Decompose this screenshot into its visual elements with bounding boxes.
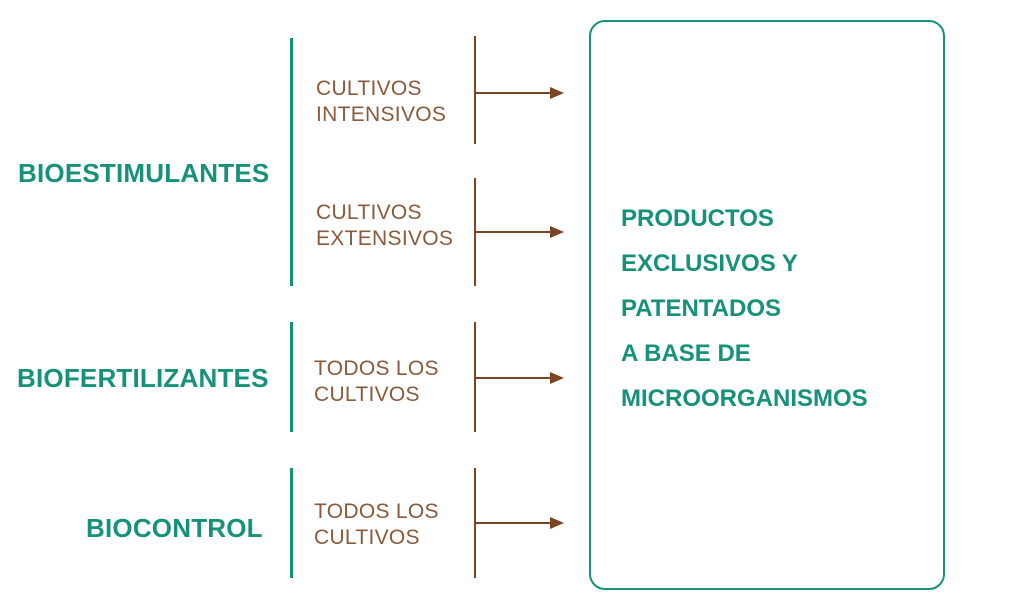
result-line: MICROORGANISMOS [621,385,868,412]
result-box-text: PRODUCTOS EXCLUSIVOS Y PATENTADOS A BASE… [621,196,868,421]
subgroup-todos-los-cultivos-2: TODOS LOS CULTIVOS [314,499,439,551]
arrowhead-icon [550,87,564,99]
bracket-biocontrol [290,468,293,578]
category-biofertilizantes: BIOFERTILIZANTES [17,363,269,393]
subgroup-line: CULTIVOS [316,77,422,100]
subgroup-cultivos-intensivos: CULTIVOS INTENSIVOS [316,76,446,128]
subgroup-line: CULTIVOS [314,526,420,549]
connector-line-2 [474,178,476,286]
subgroup-cultivos-extensivos: CULTIVOS EXTENSIVOS [316,200,453,252]
arrowhead-icon [550,372,564,384]
subgroup-todos-los-cultivos-1: TODOS LOS CULTIVOS [314,356,439,408]
result-line: EXCLUSIVOS Y [621,250,798,277]
result-line: PRODUCTOS [621,205,774,232]
arrowhead-icon [550,517,564,529]
subgroup-line: TODOS LOS [314,500,439,523]
bracket-biofertilizantes [290,322,293,432]
subgroup-line: TODOS LOS [314,357,439,380]
arrowhead-icon [550,226,564,238]
subgroup-line: CULTIVOS [314,383,420,406]
connector-line-1 [474,36,476,144]
subgroup-line: EXTENSIVOS [316,227,454,250]
subgroup-line: CULTIVOS [316,201,422,224]
result-line: A BASE DE [621,340,751,367]
connector-line-4 [474,468,476,578]
result-box: PRODUCTOS EXCLUSIVOS Y PATENTADOS A BASE… [589,20,945,590]
result-line: PATENTADOS [621,295,781,322]
connector-line-3 [474,322,476,432]
bracket-bioestimulantes [290,38,293,286]
category-biocontrol: BIOCONTROL [86,513,263,543]
category-bioestimulantes: BIOESTIMULANTES [18,158,270,188]
subgroup-line: INTENSIVOS [316,103,447,126]
